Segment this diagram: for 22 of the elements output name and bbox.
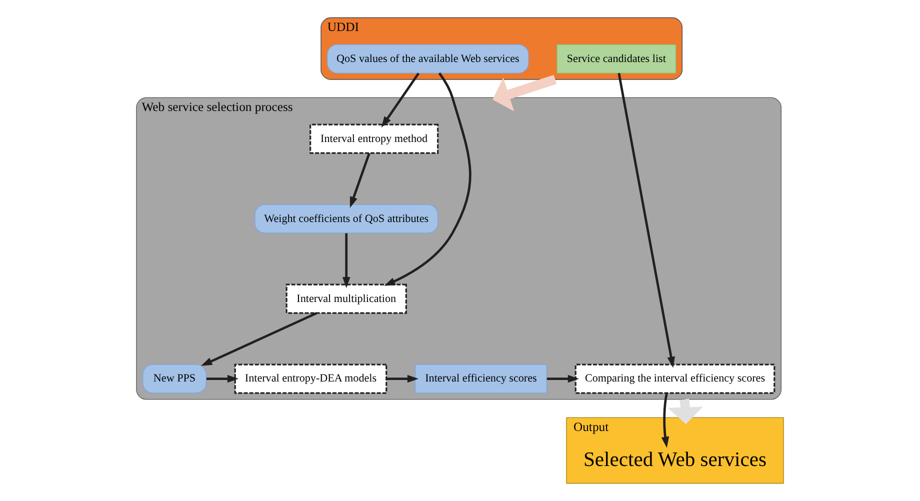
node-box: Weight coefficients of QoS attributes <box>254 204 438 234</box>
arrow <box>546 374 580 383</box>
node-box: Comparing the interval efficiency scores <box>574 364 776 394</box>
node-box: Interval entropy-DEA models <box>234 364 388 394</box>
node-box: Interval multiplication <box>286 284 407 314</box>
arrow <box>381 72 420 128</box>
arrow <box>661 393 670 448</box>
arrow <box>206 374 239 383</box>
arrow <box>200 312 318 366</box>
arrow <box>668 398 704 424</box>
arrow <box>342 233 350 288</box>
arrow <box>618 72 675 368</box>
node-box: QoS values of the available Web services <box>326 44 529 74</box>
arrow <box>386 374 419 383</box>
node-box: Interval efficiency scores <box>414 364 548 394</box>
arrow <box>384 72 472 286</box>
arrow <box>492 74 557 112</box>
node-box: Service candidates list <box>556 44 676 74</box>
node-box: New PPS <box>142 364 207 394</box>
node-text: Selected Web services <box>583 448 767 471</box>
arrow <box>350 152 370 208</box>
node-box: Interval entropy method <box>310 124 439 154</box>
